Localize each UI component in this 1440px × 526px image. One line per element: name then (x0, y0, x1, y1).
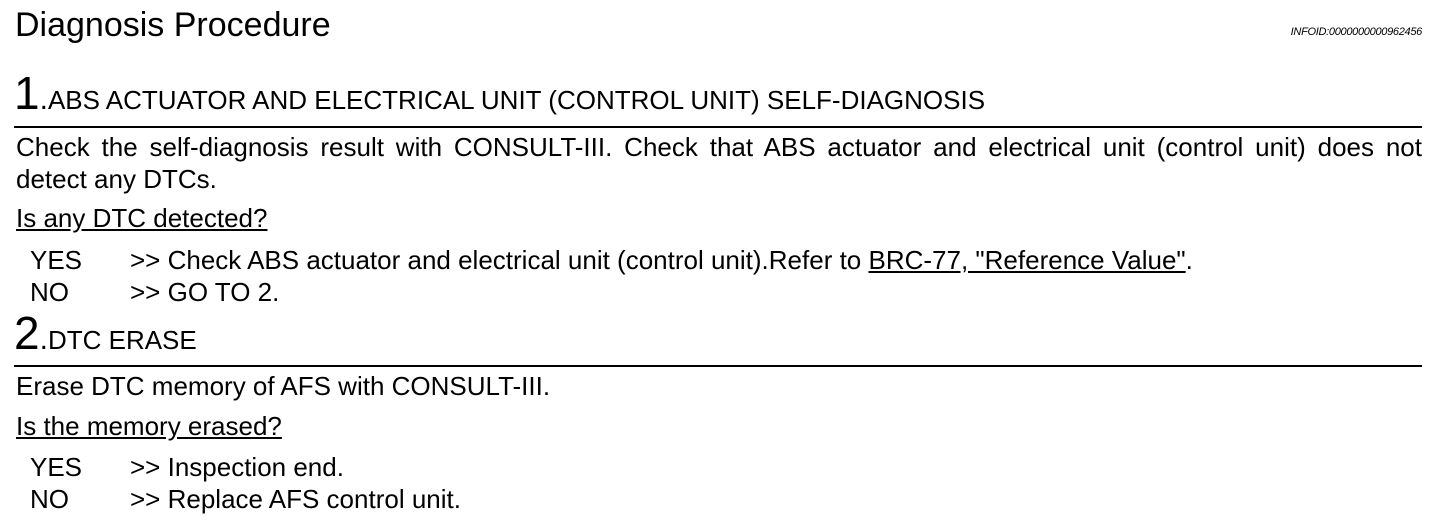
step-2-number: 2 (14, 307, 40, 359)
step-2-dot: . (39, 323, 48, 356)
step-2-no-key: NO (30, 484, 69, 514)
step-2-heading: 2.DTC ERASE (14, 310, 197, 357)
step-2-yes-row: YES >> Inspection end. (30, 451, 344, 483)
step-1-divider (14, 126, 1422, 128)
step-2-no-row: NO >> Replace AFS control unit. (30, 483, 461, 515)
step-1-no-key: NO (30, 277, 69, 307)
step-1-yes-key: YES (30, 245, 83, 275)
page-title: Diagnosis Procedure (15, 6, 331, 44)
step-1-heading: 1.ABS ACTUATOR AND ELECTRICAL UNIT (CONT… (14, 70, 985, 117)
step-1-dot: . (39, 83, 48, 116)
step-1-title: ABS ACTUATOR AND ELECTRICAL UNIT (CONTRO… (47, 85, 986, 115)
step-2-no-text: >> Replace AFS control unit. (130, 484, 461, 514)
step-1-instruction: Check the self-diagnosis result with CON… (16, 132, 1422, 194)
step-1-no-row: NO >> GO TO 2. (30, 276, 279, 308)
info-id: INFOID:0000000000962456 (1290, 26, 1423, 38)
step-2-instruction: Erase DTC memory of AFS with CONSULT-III… (16, 371, 551, 401)
step-2-title: DTC ERASE (47, 325, 197, 355)
step-1-yes-row: YES >> Check ABS actuator and electrical … (30, 244, 1193, 276)
step-1-question: Is any DTC detected? (16, 203, 268, 233)
step-1-number: 1 (14, 67, 40, 119)
reference-value-link[interactable]: BRC-77, "Reference Value" (868, 245, 1186, 275)
step-2-question: Is the memory erased? (16, 411, 282, 441)
step-2-yes-text: >> Inspection end. (130, 452, 344, 482)
step-2-yes-key: YES (30, 452, 83, 482)
step-1-no-text: >> GO TO 2. (130, 277, 280, 307)
step-2-divider (14, 365, 1422, 367)
step-1-yes-text: >> Check ABS actuator and electrical uni… (130, 245, 869, 275)
step-1-yes-after: . (1185, 245, 1193, 275)
